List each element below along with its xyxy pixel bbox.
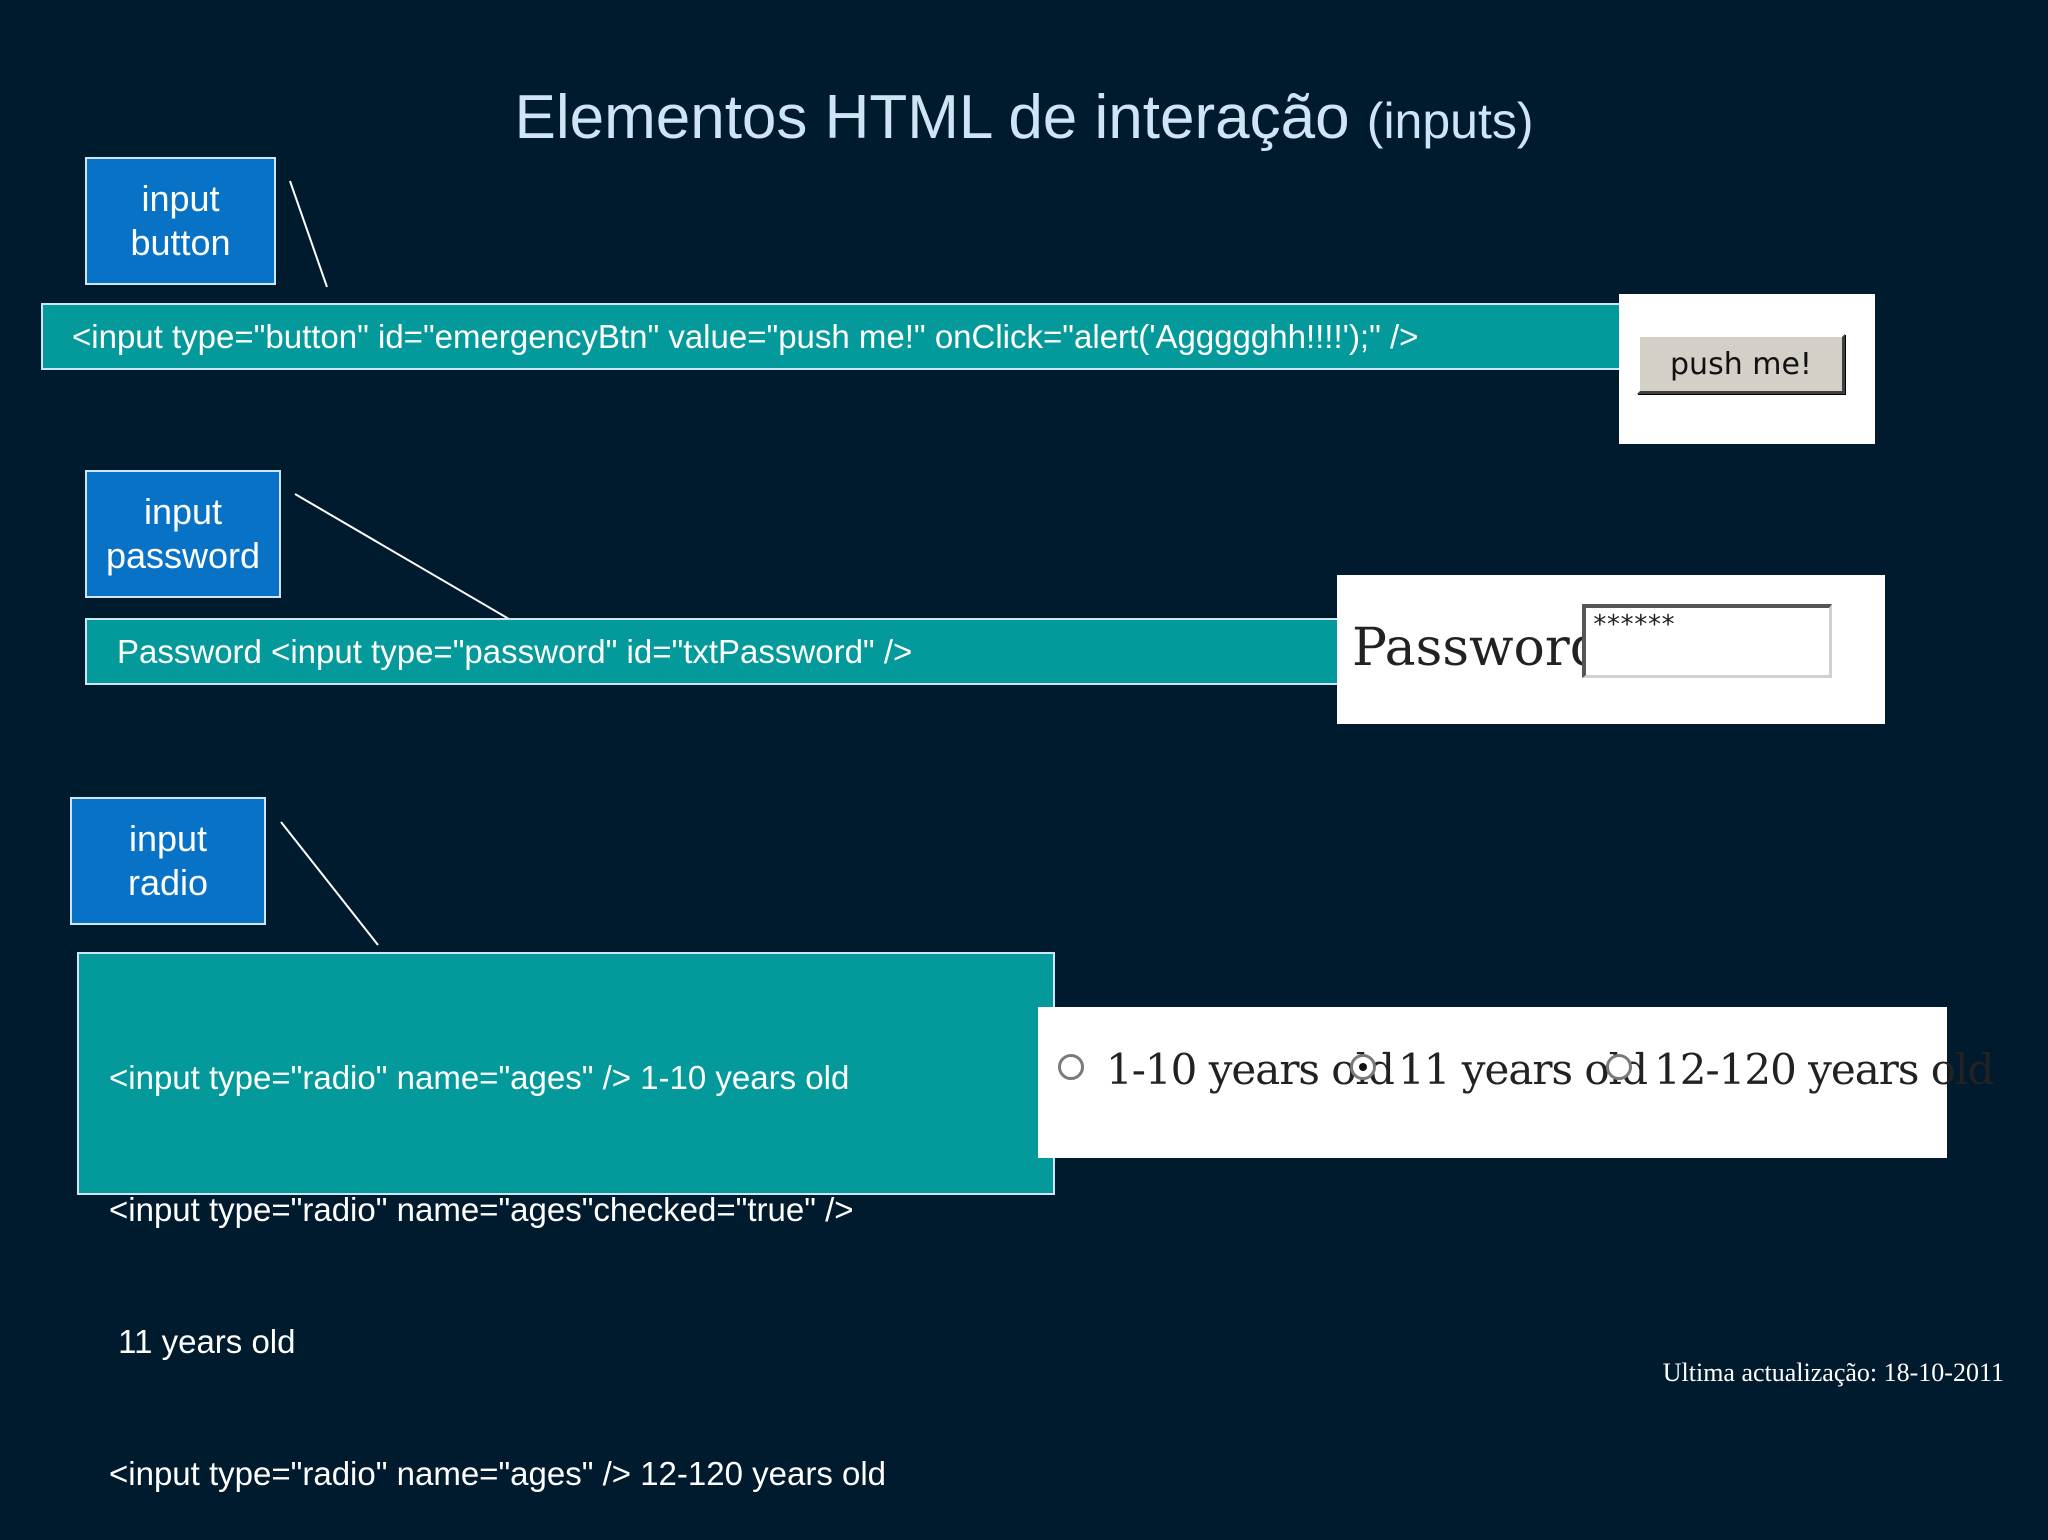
slide-title-sub: (inputs) <box>1366 93 1534 149</box>
code-input-password: Password <input type="password" id="txtP… <box>85 618 1347 685</box>
connector-button <box>289 180 328 288</box>
radio-label-1-10: 1-10 years old <box>1106 1045 1395 1094</box>
label-line: input <box>141 178 220 219</box>
label-line: radio <box>127 862 209 903</box>
code-line: 11 years old <box>109 1323 296 1360</box>
slide-title-main: Elementos HTML de interação <box>514 83 1350 152</box>
label-line: password <box>105 535 261 576</box>
code-text: Password <input type="password" id="txtP… <box>117 633 913 670</box>
connector-radio <box>280 821 379 946</box>
radio-label-12-120: 12-120 years old <box>1654 1045 1994 1094</box>
connector-password <box>294 493 522 627</box>
code-line: <input type="radio" name="ages" /> 12-12… <box>109 1455 887 1492</box>
label-line: button <box>130 222 231 263</box>
demo-input-radio <box>1038 1007 1947 1158</box>
radio-1-10[interactable] <box>1058 1054 1084 1080</box>
code-input-button: <input type="button" id="emergencyBtn" v… <box>41 303 1632 370</box>
slide-title: Elementos HTML de interação (inputs) <box>0 82 2048 153</box>
code-line: <input type="radio" name="ages"checked="… <box>109 1191 854 1228</box>
radio-12-120[interactable] <box>1606 1054 1632 1080</box>
label-line: input <box>128 818 208 859</box>
password-demo-label: Password <box>1352 618 1603 678</box>
push-me-button[interactable]: push me! <box>1637 334 1845 394</box>
radio-11[interactable] <box>1350 1054 1376 1080</box>
label-input-password: input password <box>85 470 281 598</box>
code-text: <input type="button" id="emergencyBtn" v… <box>72 318 1419 355</box>
label-line: input <box>143 491 223 532</box>
connector-lines <box>280 180 522 946</box>
last-updated-footer: Ultima actualização: 18-10-2011 <box>1662 1358 2004 1387</box>
label-input-button: input button <box>85 157 276 285</box>
password-field[interactable]: ****** <box>1582 604 1832 678</box>
code-line: <input type="radio" name="ages" /> 1-10 … <box>109 1059 850 1096</box>
label-input-radio: input radio <box>70 797 266 925</box>
code-input-radio: <input type="radio" name="ages" /> 1-10 … <box>77 952 1055 1492</box>
push-me-label: push me! <box>1670 346 1812 382</box>
